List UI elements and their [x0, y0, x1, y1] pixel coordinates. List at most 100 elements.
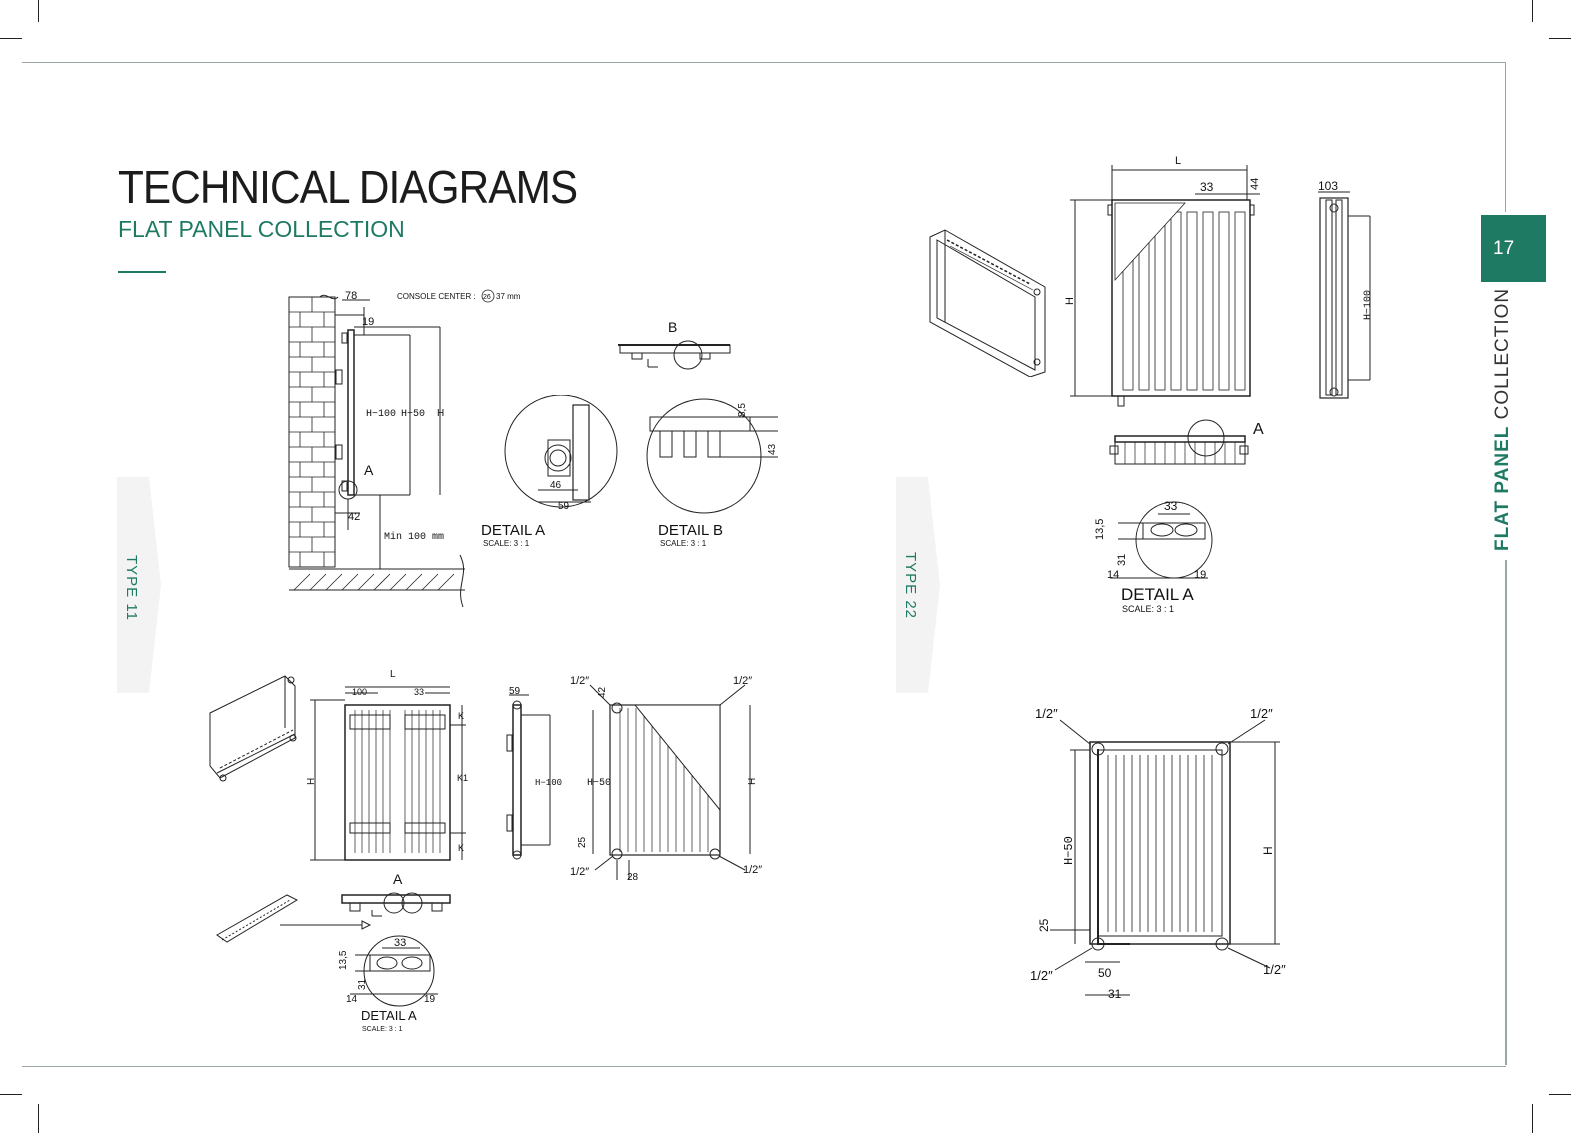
t22-detail-dim-135: 13,5	[1094, 519, 1106, 540]
type11-tab	[117, 477, 161, 693]
t22-detail-dim-31: 31	[1116, 554, 1128, 566]
t22-conn-half-inch-tr: 1/2″	[1250, 706, 1273, 721]
conn-half-inch-br: 1/2″	[743, 864, 762, 876]
type11-narrow-side-diagram: 59 H−100	[506, 686, 562, 860]
detail-a2-dim-135: 13,5	[338, 950, 349, 970]
conn-half-inch-bl: 1/2″	[570, 866, 589, 878]
type22-label: TYPE 22	[902, 552, 919, 620]
page-subtitle: FLAT PANEL COLLECTION	[118, 216, 405, 242]
conn-dim-25: 25	[577, 836, 588, 848]
front-dim-h: H	[306, 778, 317, 785]
dim-min: Min 100 mm	[384, 531, 444, 543]
type11-connection-diagram: 1/2″ 1/2″ 1/2″ 1/2″ 42 H−50 H 25 28	[570, 675, 762, 883]
t22-detail-title: DETAIL A	[1121, 585, 1194, 604]
front-label-a: A	[393, 871, 403, 887]
detail-a2-dim-31: 31	[357, 978, 368, 990]
type11-detail-a2-diagram: 33 13,5 31 14 19 DETAIL A SCALE: 3 : 1	[338, 935, 438, 1033]
crop-mark	[0, 1094, 22, 1095]
frame-top	[22, 62, 1506, 63]
type11-bracket-diagram: A	[216, 871, 451, 943]
type22-front-view-diagram: L 33 44 H	[1064, 155, 1261, 407]
t22-detail-scale: SCALE: 3 : 1	[1122, 604, 1174, 614]
type11-isometric-diagram	[209, 675, 297, 782]
type11-detail-b-diagram: B 8,5 43 DETAIL B SCALE: 3 : 1	[618, 319, 778, 548]
dim-42: 42	[348, 511, 360, 523]
t22-conn-half-inch-bl: 1/2″	[1030, 968, 1053, 983]
crop-mark	[1549, 1094, 1571, 1095]
type22-detail-a-diagram: A 33 13,5 31 14 19 DETAIL A SCALE: 3 : 1	[1094, 419, 1264, 614]
front-dim-k1: K1	[457, 773, 468, 783]
type22-side-view-diagram: 103 H−100	[1318, 179, 1374, 399]
detail-b-dim-85: 8,5	[737, 403, 748, 417]
t22-conn-dim-h50: H−50	[1062, 836, 1076, 865]
front-dim-k: K	[458, 711, 464, 721]
crop-mark	[38, 1104, 39, 1133]
t22-conn-half-inch-tl: 1/2″	[1035, 706, 1058, 721]
detail-a2-dim-33: 33	[394, 937, 406, 949]
narrow-dim-59: 59	[509, 686, 521, 697]
frame-right	[1505, 62, 1506, 212]
t22-detail-dim-19: 19	[1194, 569, 1206, 581]
type22-tab	[896, 477, 940, 693]
detail-b-title: DETAIL B	[658, 522, 723, 539]
type22-connection-diagram: 1/2″ 1/2″ 1/2″ 1/2″ H−50 H 25 50 31	[1030, 706, 1286, 1001]
crop-mark	[0, 38, 22, 39]
t22-conn-dim-25: 25	[1037, 918, 1051, 932]
detail-a2-title: DETAIL A	[361, 1008, 417, 1023]
dim-78: 78	[345, 290, 357, 302]
title-rule	[118, 271, 166, 273]
t22-dim-33: 33	[1200, 180, 1214, 194]
label-a: A	[364, 462, 374, 478]
dim-19: 19	[362, 316, 374, 328]
conn-dim-h: H	[747, 778, 758, 785]
type11-detail-a-diagram: 46 59 DETAIL A SCALE: 3 : 1	[481, 395, 618, 548]
detail-a2-dim-14: 14	[346, 994, 358, 1005]
side-rule	[1505, 560, 1507, 1065]
dim-h100: H−100	[366, 409, 396, 420]
dim-h: H	[437, 408, 444, 419]
conn-half-inch-tr: 1/2″	[733, 675, 752, 687]
side-label-light: COLLECTION	[1492, 287, 1513, 420]
detail-a-title: DETAIL A	[481, 522, 545, 539]
t22-dim-44: 44	[1249, 178, 1261, 190]
dim-46: 46	[550, 480, 562, 491]
t22-side-dim-103: 103	[1318, 179, 1338, 193]
t22-dim-l: L	[1175, 155, 1181, 167]
t22-conn-half-inch-br: 1/2″	[1263, 962, 1286, 977]
dim-59: 59	[558, 501, 570, 512]
side-label-strong: FLAT PANEL	[1492, 425, 1513, 551]
crop-mark	[1532, 1104, 1533, 1133]
crop-mark	[1549, 38, 1571, 39]
t22-detail-dim-33: 33	[1164, 499, 1178, 513]
detail-a2-scale: SCALE: 3 : 1	[362, 1026, 403, 1033]
conn-dim-42: 42	[597, 686, 608, 698]
console-center-label: CONSOLE CENTER :	[397, 292, 476, 301]
page-title: TECHNICAL DIAGRAMS	[118, 161, 578, 213]
detail-b-label: B	[668, 319, 677, 335]
conn-dim-h50: H−50	[587, 778, 611, 789]
type11-front-view-diagram: L 100 33 H K K1 K	[306, 669, 468, 861]
crop-mark	[38, 0, 39, 22]
type11-side-view-diagram: 78 19 H−100 H−50 H A 42 Min 100 mm CONSO…	[288, 289, 521, 608]
t22-detail-dim-14: 14	[1107, 569, 1119, 581]
front-dim-100: 100	[352, 687, 367, 697]
page-number: 17	[1493, 237, 1515, 259]
type22-isometric-diagram	[929, 229, 1046, 377]
console-center-value: 26	[483, 294, 491, 301]
t22-label-a: A	[1253, 421, 1264, 438]
detail-a2-dim-19: 19	[424, 994, 436, 1005]
page-number-tab: 17	[1481, 215, 1546, 282]
t22-conn-dim-31: 31	[1108, 987, 1122, 1001]
t22-conn-dim-h: H	[1261, 846, 1275, 855]
dim-h50: H−50	[401, 409, 425, 420]
narrow-dim-h100: H−100	[535, 778, 562, 788]
conn-dim-28: 28	[627, 872, 639, 883]
side-collection-label: FLAT PANEL COLLECTION	[1492, 288, 1522, 551]
t22-dim-h: H	[1064, 297, 1076, 305]
type11-label: TYPE 11	[123, 555, 140, 621]
detail-b-dim-43: 43	[767, 443, 778, 455]
t22-side-dim-h100: H−100	[1363, 290, 1374, 320]
front-dim-l: L	[390, 669, 396, 680]
detail-b-scale: SCALE: 3 : 1	[660, 539, 707, 548]
crop-mark	[1532, 0, 1533, 22]
